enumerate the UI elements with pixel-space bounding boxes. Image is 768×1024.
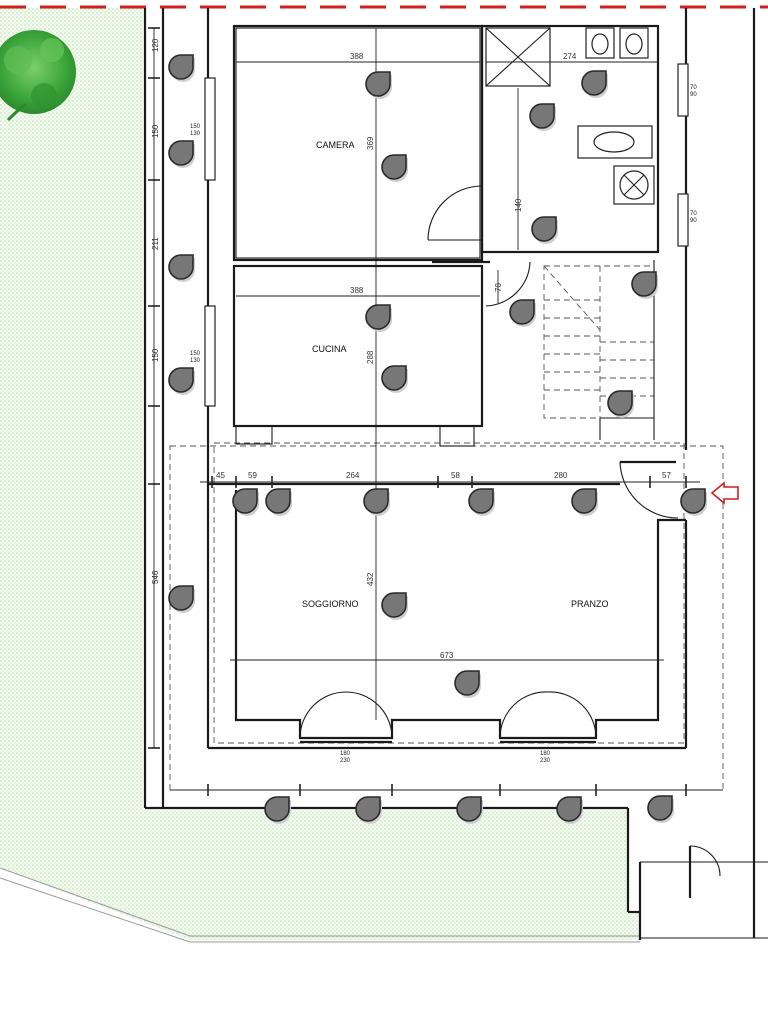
camera-marker-icon[interactable] [168,367,195,395]
camera-marker-icon[interactable] [381,592,408,620]
dim-bath-width: 274 [563,52,577,61]
bath-win2-bot-label: 90 [690,218,697,224]
dimension-labels: 120 150 211 150 546 388 369 388 288 274 … [151,38,671,660]
dim-left-150-top: 150 [151,124,160,138]
cucina-room: CUCINA [232,264,484,447]
camera-marker-icon[interactable] [647,795,674,823]
camera-room: CAMERA [232,24,484,262]
dim-left-546: 546 [151,570,160,584]
dim-cucina-width: 388 [350,286,364,295]
camera-marker-icon[interactable] [168,254,195,282]
tree-icon [0,30,76,122]
soggiorno-pranzo-room: SOGGIORNO PRANZO [208,482,686,740]
dimension-lines [148,27,723,796]
camera-marker-icon[interactable] [571,488,598,516]
camera-marker-icon[interactable] [680,488,707,516]
bathroom [480,24,660,254]
camera-marker-icon[interactable] [232,488,259,516]
door2-bot-label: 230 [540,758,551,764]
bath-win1-top-label: 70 [690,85,697,91]
doors [299,185,721,898]
entrance-arrow-icon [710,481,739,505]
room-label-camera: CAMERA [316,140,355,150]
win1-bot-label: 130 [190,131,201,137]
camera-marker-icon[interactable] [265,488,292,516]
dim-left-211: 211 [151,237,160,250]
camera-marker-icon[interactable] [264,796,291,824]
dim-camera-width: 388 [350,52,364,61]
dim-left-150-mid: 150 [151,348,160,362]
door1-bot-label: 230 [340,758,351,764]
opening-labels: 150 130 150 130 70 90 70 90 180 230 180 … [190,85,697,764]
camera-marker-icon[interactable] [168,54,195,82]
camera-marker-icon[interactable] [355,796,382,824]
camera-marker-icon[interactable] [456,796,483,824]
door1-top-label: 180 [340,751,351,757]
dim-seg-264: 264 [346,471,360,480]
dim-seg-58: 58 [451,471,460,480]
camera-marker-icon[interactable] [454,670,481,698]
dim-cucina-height: 288 [366,350,375,364]
dim-seg-59: 59 [248,471,257,480]
dim-camera-height: 369 [366,136,375,150]
bath-win2-top-label: 70 [690,211,697,217]
camera-marker-icon[interactable] [365,304,392,332]
dim-left-120: 120 [151,38,160,52]
room-label-soggiorno: SOGGIORNO [302,599,359,609]
camera-marker-icon[interactable] [631,271,658,299]
camera-marker-icon[interactable] [529,103,556,131]
camera-marker-icon[interactable] [168,585,195,613]
camera-marker-icon[interactable] [607,390,634,418]
win2-top-label: 150 [190,351,201,357]
win2-bot-label: 130 [190,358,201,364]
dim-bath-140: 140 [514,198,523,212]
windows [204,63,689,407]
camera-marker-icon[interactable] [168,140,195,168]
door2-top-label: 180 [540,751,551,757]
dim-seg-45: 45 [216,471,225,480]
dim-soggiorno-height: 432 [366,572,375,586]
camera-marker-icon[interactable] [381,154,408,182]
bath-win1-bot-label: 90 [690,92,697,98]
camera-marker-icon[interactable] [468,488,495,516]
room-label-cucina: CUCINA [312,344,347,354]
dim-seg-57: 57 [662,471,671,480]
room-label-pranzo: PRANZO [571,599,609,609]
camera-marker-icon[interactable] [581,70,608,98]
camera-marker-icon[interactable] [556,796,583,824]
camera-marker-icon[interactable] [531,216,558,244]
dim-bath-70: 70 [494,283,503,292]
win1-top-label: 150 [190,124,201,130]
camera-marker-icon[interactable] [363,488,390,516]
camera-marker-icon[interactable] [381,365,408,393]
staircase [543,260,655,440]
camera-marker-icon[interactable] [509,299,536,327]
dim-seg-280: 280 [554,471,568,480]
dim-soggiorno-width: 673 [440,651,454,660]
camera-marker-icon[interactable] [365,71,392,99]
photo-markers [168,54,707,824]
outer-walls [143,8,768,940]
